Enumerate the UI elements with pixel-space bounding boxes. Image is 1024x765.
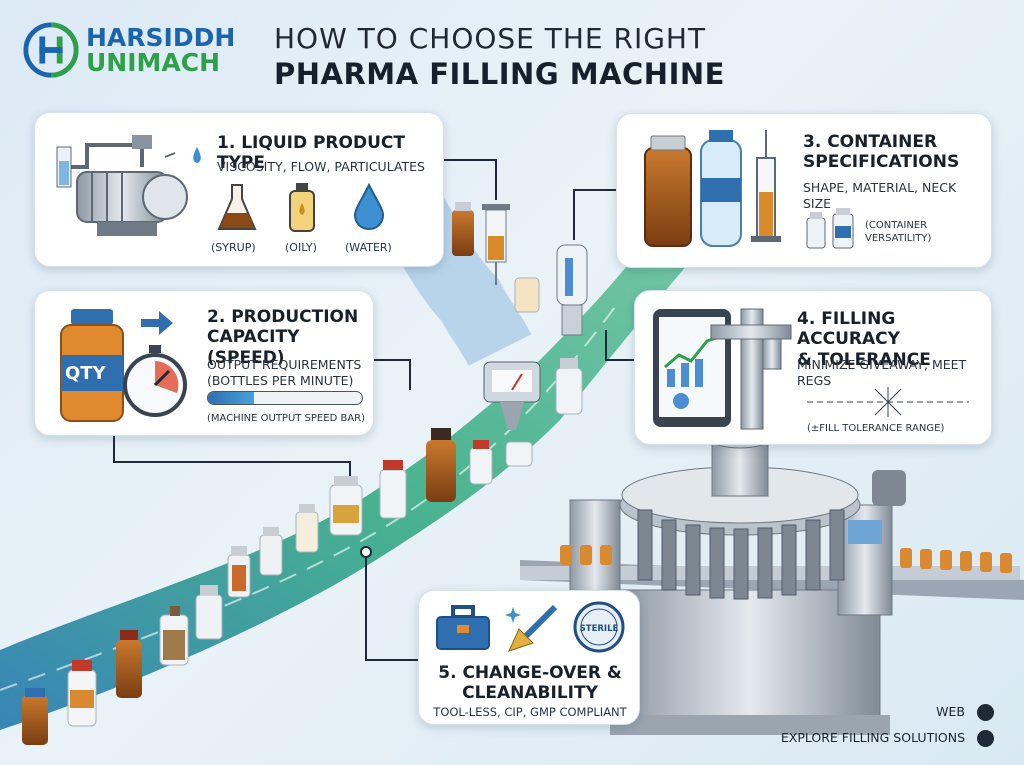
card2-title: 2. PRODUCTION CAPACITY (SPEED) [207,307,373,368]
globe-icon [977,704,994,721]
label-oily: (OILY) [285,241,317,254]
card4-title-line1: 4. FILLING ACCURACY [797,309,900,350]
flask-syrup-icon [217,184,257,230]
card2-title-line2: CAPACITY (SPEED) [207,327,300,368]
water-drop-icon [353,183,385,231]
speed-bar [207,391,363,405]
card3-note-line2: VERSATILITY) [865,232,932,244]
card5-title-line1: 5. CHANGE-OVER & [438,663,622,683]
card3-subtitle: SHAPE, MATERIAL, NECK SIZE [803,180,956,211]
qty-badge: QTY [65,363,106,384]
label-syrup: (SYRUP) [211,241,256,254]
speed-bar-label: (MACHINE OUTPUT SPEED BAR) [207,413,366,424]
card4-title: 4. FILLING ACCURACY & TOLERANCE [797,309,991,370]
page-title: HOW TO CHOOSE THE RIGHT PHARMA FILLING M… [274,22,834,91]
containers-icon [644,130,781,247]
pump-icon [56,135,201,236]
stopwatch-icon [123,345,187,417]
sterile-badge: STERILE [580,624,619,634]
brand-name-line2: UNIMACH [86,48,221,77]
card-production-capacity: QTY 2. PRODUCTION CAPACITY (SPEED) OUTPU… [34,290,374,436]
card2-title-line1: 2. PRODUCTION [207,307,359,327]
card2-subtitle: OUTPUT REQUIREMENTS (BOTTLES PER MINUTE) [207,357,361,388]
card5-subtitle: TOOL-LESS, CIP, GMP COMPLIANT [433,705,627,719]
qty-bottle-icon [60,309,124,422]
card4-subtitle: MINIMIZE GIVEAWAY, MEET REGS [797,357,966,388]
card-liquid-product-type: 1. LIQUID PRODUCT TYPE VISCOSITY, FLOW, … [34,112,444,267]
footer-cta-label: EXPLORE FILLING SOLUTIONS [780,730,966,745]
card5-title-line2: CLEANABILITY [462,683,598,704]
speed-bar-fill [208,392,255,404]
sterile-seal-icon: STERILE [573,601,625,653]
card4-note: (±FILL TOLERANCE RANGE) [807,423,945,434]
footer-cta[interactable]: EXPLORE FILLING SOLUTIONS [781,730,994,747]
card1-subtitle: VISCOSITY, FLOW, PARTICULATES [217,159,425,174]
dispenser-icon [556,244,588,336]
card3-title: 3. CONTAINER SPECIFICATIONS [803,132,959,173]
card-changeover-cleanability: STERILE 5. CHANGE-OVER & CLEANABILITY TO… [418,590,640,725]
card4-title-line2: & TOLERANCE [797,349,931,370]
phone-icon [977,730,994,747]
card3-subtitle-line1: SHAPE, MATERIAL, NECK [803,180,957,195]
card2-subtitle-line1: OUTPUT REQUIREMENTS [207,357,362,372]
brand-name-line1: HARSIDDH [86,23,236,52]
card1-title: 1. LIQUID PRODUCT TYPE [217,133,405,174]
gauge-icon [483,361,541,430]
card3-note-line1: (CONTAINER [865,220,928,231]
tolerance-range-icon [807,387,969,417]
card4-subtitle-line2: REGS [797,372,832,388]
vials-icon [806,208,854,249]
brand-logo-icon [23,22,79,78]
syringe-icon [482,204,510,285]
card5-title: 5. CHANGE-OVER & CLEANABILITY [419,663,641,704]
footer-web-label: WEB [936,704,966,719]
card4-subtitle-line1: MINIMIZE GIVEAWAY, MEET [797,357,967,372]
card3-title-line1: 3. CONTAINER [803,132,938,152]
arrow-right-icon [141,311,173,335]
card-container-specifications: 3. CONTAINER SPECIFICATIONS SHAPE, MATER… [616,113,992,268]
cleaning-brush-icon [505,604,558,652]
footer-web[interactable]: WEB [936,704,994,721]
brand-logo: HARSIDDH UNIMACH [22,20,262,80]
card-filling-accuracy: 4. FILLING ACCURACY & TOLERANCE MINIMIZE… [634,290,992,445]
page-title-line1: HOW TO CHOOSE THE RIGHT [274,22,707,55]
card3-note: (CONTAINER VERSATILITY) [865,220,931,245]
tablet-chart-icon [653,308,792,430]
card3-title-line2: SPECIFICATIONS [803,152,960,173]
card2-subtitle-line2: (BOTTLES PER MINUTE) [207,372,354,388]
bottle-oily-icon [289,183,315,232]
toolbox-icon [436,605,490,650]
card3-subtitle-line2: SIZE [803,195,832,211]
page-title-line2: PHARMA FILLING MACHINE [274,57,725,91]
label-water: (WATER) [345,241,392,254]
bottles-on-conveyor [22,202,583,745]
